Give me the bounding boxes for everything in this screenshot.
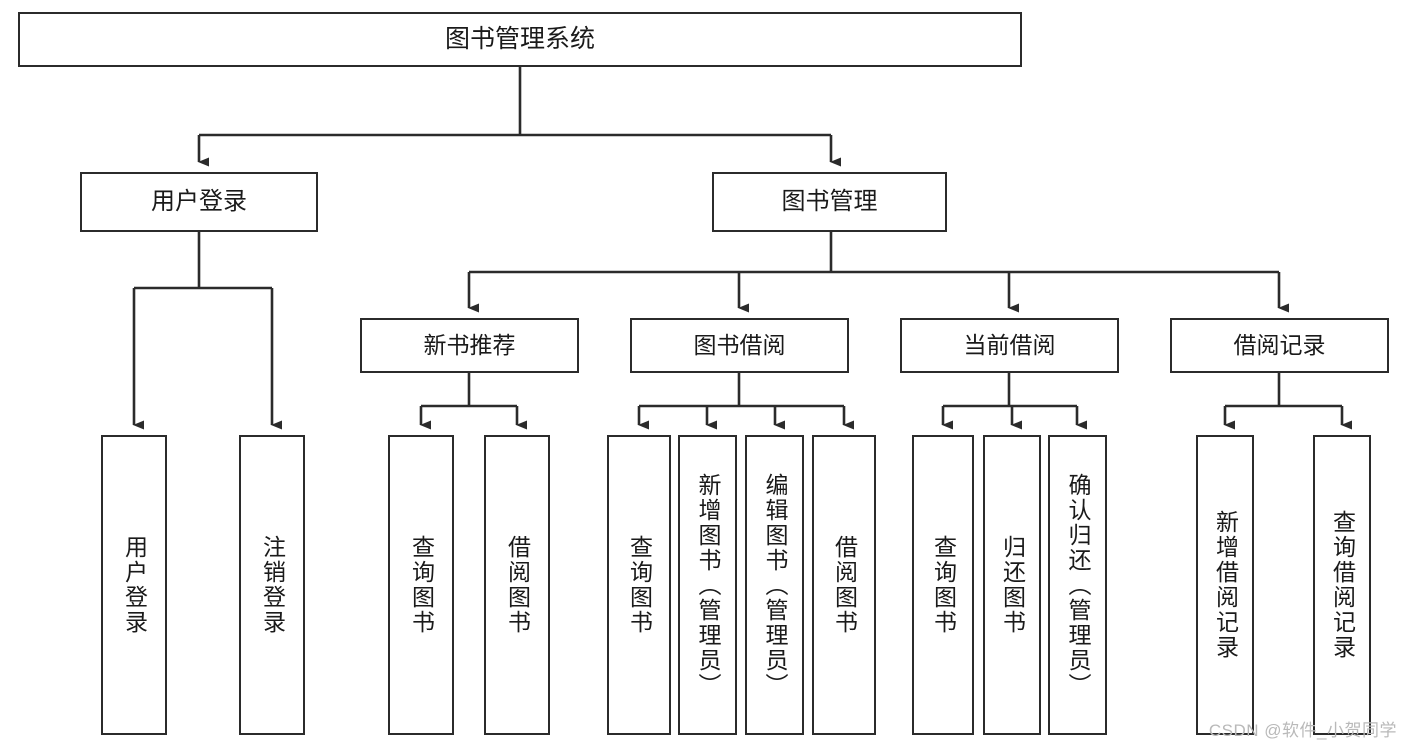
node-book-borrow-label: 图书借阅 bbox=[693, 332, 786, 359]
leaf-return-book[interactable]: 归还图书 bbox=[983, 435, 1041, 735]
node-book-borrow[interactable]: 图书借阅 bbox=[630, 318, 849, 373]
node-book-management[interactable]: 图书管理 bbox=[712, 172, 947, 232]
leaf-borrow-book-recommend[interactable]: 借阅图书 bbox=[484, 435, 550, 735]
leaf-query-book-current[interactable]: 查询图书 bbox=[912, 435, 974, 735]
leaf-lend-book-label: 借阅图书 bbox=[831, 535, 858, 635]
leaf-edit-book-admin[interactable]: 编辑图书（管理员） bbox=[745, 435, 804, 735]
node-book-management-label: 图书管理 bbox=[781, 188, 878, 216]
leaf-lend-book[interactable]: 借阅图书 bbox=[812, 435, 876, 735]
leaf-query-book-borrow[interactable]: 查询图书 bbox=[607, 435, 671, 735]
leaf-confirm-return-admin-label: 确认归还（管理员） bbox=[1065, 472, 1091, 698]
leaf-query-book-borrow-label: 查询图书 bbox=[626, 535, 653, 635]
node-borrow-records[interactable]: 借阅记录 bbox=[1170, 318, 1389, 373]
leaf-query-book-recommend-label: 查询图书 bbox=[408, 535, 435, 635]
leaf-confirm-return-admin[interactable]: 确认归还（管理员） bbox=[1048, 435, 1107, 735]
leaf-query-borrow-record-label: 查询借阅记录 bbox=[1329, 510, 1356, 660]
node-root-label: 图书管理系统 bbox=[444, 25, 595, 54]
leaf-borrow-book-recommend-label: 借阅图书 bbox=[504, 535, 531, 635]
node-user-login[interactable]: 用户登录 bbox=[80, 172, 318, 232]
leaf-edit-book-admin-label: 编辑图书（管理员） bbox=[762, 472, 788, 698]
leaf-add-borrow-record-label: 新增借阅记录 bbox=[1212, 510, 1239, 660]
leaf-user-login-label: 用户登录 bbox=[121, 535, 148, 635]
node-new-book-recommend[interactable]: 新书推荐 bbox=[360, 318, 579, 373]
leaf-user-login[interactable]: 用户登录 bbox=[101, 435, 167, 735]
node-current-borrow[interactable]: 当前借阅 bbox=[900, 318, 1119, 373]
leaf-add-book-admin[interactable]: 新增图书（管理员） bbox=[678, 435, 737, 735]
leaf-logout-label: 注销登录 bbox=[259, 535, 286, 635]
leaf-logout[interactable]: 注销登录 bbox=[239, 435, 305, 735]
leaf-query-borrow-record[interactable]: 查询借阅记录 bbox=[1313, 435, 1371, 735]
leaf-query-book-recommend[interactable]: 查询图书 bbox=[388, 435, 454, 735]
leaf-add-book-admin-label: 新增图书（管理员） bbox=[695, 472, 721, 698]
node-user-login-label: 用户登录 bbox=[151, 188, 247, 216]
node-current-borrow-label: 当前借阅 bbox=[963, 332, 1056, 359]
leaf-query-book-current-label: 查询图书 bbox=[930, 535, 957, 635]
leaf-return-book-label: 归还图书 bbox=[999, 535, 1026, 635]
node-root-system[interactable]: 图书管理系统 bbox=[18, 12, 1022, 67]
leaf-add-borrow-record[interactable]: 新增借阅记录 bbox=[1196, 435, 1254, 735]
node-borrow-records-label: 借阅记录 bbox=[1233, 332, 1326, 359]
node-new-book-recommend-label: 新书推荐 bbox=[423, 332, 516, 359]
